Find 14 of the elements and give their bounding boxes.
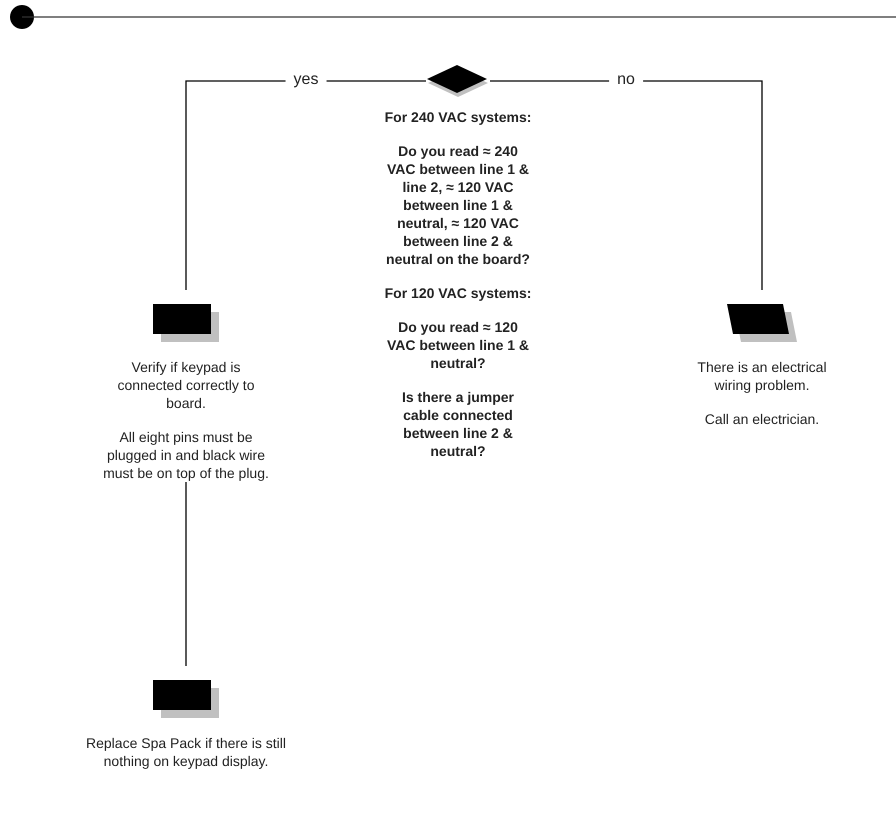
connector-line (490, 80, 763, 290)
connector-line (185, 80, 426, 290)
annotation-text: For 240 VAC systems: (384, 108, 532, 126)
connector-line (185, 482, 187, 666)
annotation-text: All eight pins must be plugged in and black wire must be on top of the plug. (102, 428, 270, 482)
annotation-text: Call an electrician. (704, 410, 820, 428)
annotation-text: Replace Spa Pack if there is still nothing on keypad display. (85, 734, 287, 770)
annotation-text: Is there a jumper cable connected between line 2 & neutral? (400, 388, 516, 460)
edge-label: yes (286, 72, 326, 88)
annotation-text: For 120 VAC systems: (384, 284, 532, 302)
annotation-text: Do you read ≈ 240 VAC between line 1 & line 2, ≈ 120 VAC between line 1 & neutral, ≈ 120 VAC between line 2 & neutral on the board? (385, 142, 531, 268)
annotation-text: There is an electrical wiring problem. (696, 358, 828, 394)
annotation-text: Do you read ≈ 120 VAC between line 1 & neutral? (386, 318, 530, 372)
annotation-text: Verify if keypad is connected correctly to board. (116, 358, 256, 412)
